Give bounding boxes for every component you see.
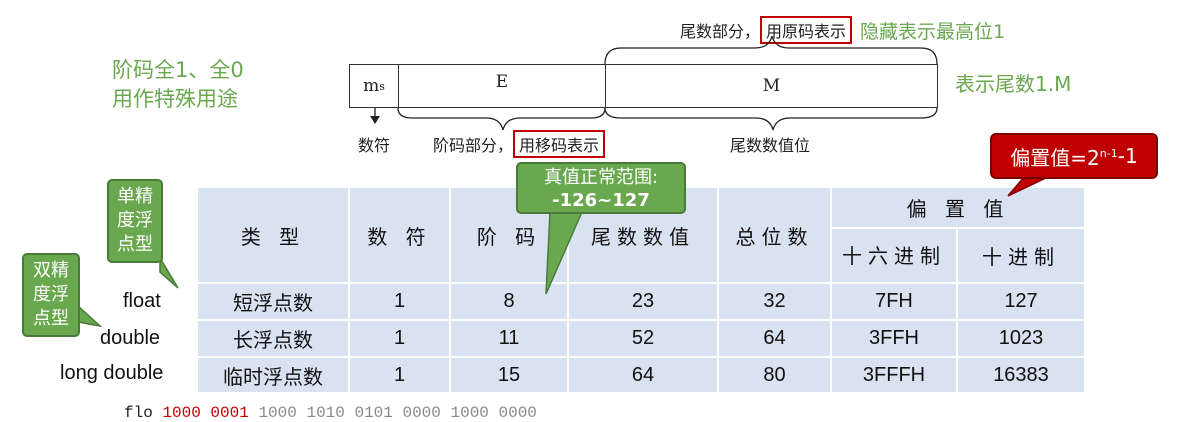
exponent-annotation-prefix: 阶码部分，	[433, 136, 514, 155]
exponent-field-label: E	[495, 72, 509, 92]
cell-hex: 3FFFH	[830, 356, 958, 394]
header-total-bits: 总位数	[717, 186, 832, 284]
bias-callout-pointer	[1007, 176, 1049, 197]
sign-field-sub: s	[379, 79, 385, 93]
bottom-bits-red: 1000 0001	[162, 404, 249, 422]
exponent-field: E	[398, 64, 606, 108]
header-type: 类 型	[196, 186, 350, 284]
bottom-bits-rest: 1000 1010 0101 0000 1000 0000	[258, 404, 537, 422]
type-label-double: double	[100, 327, 161, 349]
header-dec: 十进制	[956, 227, 1086, 284]
cell-mantissa: 52	[567, 319, 719, 358]
double-badge-pointer	[77, 304, 103, 328]
single-badge-line3: 点型	[117, 234, 153, 255]
double-badge-line1: 双精	[33, 260, 69, 281]
cell-dec: 1023	[956, 319, 1086, 358]
header-sign: 数 符	[348, 186, 451, 284]
exponent-annotation-boxed: 用移码表示	[513, 130, 606, 158]
cell-sign: 1	[348, 282, 451, 321]
cell-dec: 16383	[956, 356, 1086, 394]
cell-total-bits: 80	[717, 356, 832, 394]
table-row: 短浮点数 1 8 23 32 7FH 127	[196, 282, 1086, 321]
type-label-float: float	[123, 290, 161, 312]
mantissa-annotation-suffix: 隐藏表示最高位1	[860, 20, 1006, 43]
cell-exponent: 15	[449, 356, 569, 394]
cell-total-bits: 64	[717, 319, 832, 358]
double-badge-line3: 点型	[33, 308, 69, 329]
mantissa-meaning-note: 表示尾数1.M	[955, 72, 1072, 96]
mantissa-annotation-boxed: 用原码表示	[760, 16, 853, 44]
cell-hex: 3FFH	[830, 319, 958, 358]
header-hex: 十六进制	[830, 227, 958, 284]
cell-sign: 1	[348, 356, 451, 394]
exponent-annotation: 阶码部分， 用移码表示	[433, 130, 606, 158]
cell-sign: 1	[348, 319, 451, 358]
cell-type: 长浮点数	[196, 319, 350, 358]
single-badge-line2: 度浮	[117, 210, 153, 231]
cell-mantissa: 64	[567, 356, 719, 394]
cell-mantissa: 23	[567, 282, 719, 321]
cell-total-bits: 32	[717, 282, 832, 321]
single-precision-badge: 单精 度浮 点型	[107, 179, 163, 263]
range-callout-line2: -126~127	[552, 190, 650, 211]
bottom-prefix: flo	[124, 404, 153, 422]
bottom-bit-example: flo 1000 0001 1000 1010 0101 0000 1000 0…	[124, 404, 537, 422]
float-format-table: 类 型 数 符 阶 码 尾数数值 总位数 偏 置 值 十六进制 十进制 短浮点数…	[196, 186, 1086, 394]
mantissa-field: M	[605, 64, 938, 108]
exponent-range-callout: 真值正常范围: -126~127	[516, 162, 686, 214]
single-badge-pointer	[159, 255, 179, 289]
cell-exponent: 11	[449, 319, 569, 358]
range-callout-line1: 真值正常范围:	[543, 167, 659, 188]
header-bias: 偏 置 值	[830, 186, 1086, 229]
special-exponent-note: 阶码全1、全0 用作特殊用途	[112, 56, 282, 114]
double-precision-badge: 双精 度浮 点型	[22, 253, 80, 337]
bias-formula-tail: -1	[1117, 144, 1138, 168]
cell-hex: 7FH	[830, 282, 958, 321]
mantissa-annotation-prefix: 尾数部分，	[680, 22, 761, 41]
range-callout-pointer	[545, 211, 584, 295]
cell-type: 临时浮点数	[196, 356, 350, 394]
special-exponent-note-line2: 用作特殊用途	[112, 87, 238, 111]
sign-label: 数符	[358, 136, 391, 155]
cell-dec: 127	[956, 282, 1086, 321]
mantissa-label: 尾数数值位	[730, 136, 811, 155]
sign-arrow-head	[370, 116, 380, 124]
mantissa-annotation: 尾数部分， 用原码表示 隐藏表示最高位1	[680, 16, 1005, 44]
mantissa-field-label: M	[762, 76, 781, 96]
special-exponent-note-line1: 阶码全1、全0	[112, 58, 244, 82]
cell-type: 短浮点数	[196, 282, 350, 321]
sign-field-main: m	[363, 76, 380, 96]
table-row: 临时浮点数 1 15 64 80 3FFFH 16383	[196, 356, 1086, 394]
bias-formula-main: 偏置值=2	[1010, 145, 1100, 170]
double-badge-line2: 度浮	[33, 284, 69, 305]
type-label-long-double: long double	[60, 362, 164, 384]
bias-formula-sup: n-1	[1099, 146, 1118, 160]
single-badge-line1: 单精	[117, 186, 153, 207]
table-row: 长浮点数 1 11 52 64 3FFH 1023	[196, 319, 1086, 358]
exponent-bottom-brace	[397, 107, 606, 131]
mantissa-top-brace	[604, 35, 938, 65]
mantissa-bottom-brace	[604, 107, 938, 131]
